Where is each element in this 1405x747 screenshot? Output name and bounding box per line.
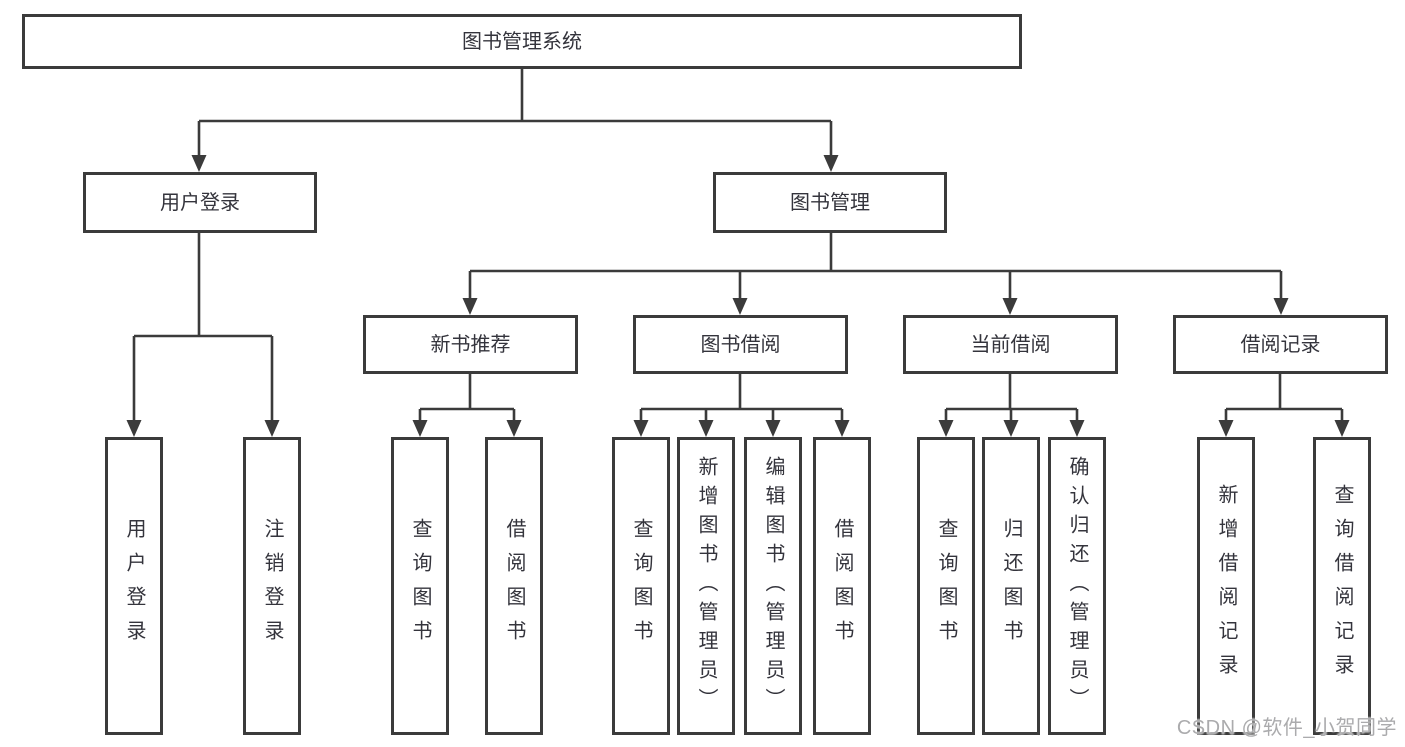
node-label: 当前借阅 (970, 333, 1051, 356)
node-label: 新增图书（管理员） (695, 455, 717, 717)
leaf-query-books-borrowing: 查询图书 (612, 437, 670, 735)
node-label: 用户登录 (123, 518, 145, 654)
node-label: 用户登录 (160, 191, 240, 214)
csdn-watermark: CSDN @软件_小贺同学 (1176, 717, 1397, 739)
leaf-query-books-current: 查询图书 (917, 437, 975, 735)
node-label: 注销登录 (261, 518, 283, 654)
node-label: 归还图书 (1000, 518, 1022, 654)
node-label: 查询图书 (935, 518, 957, 654)
node-library-management-system: 图书管理系统 (22, 14, 1022, 69)
node-label: 图书管理系统 (462, 30, 582, 53)
node-current-borrowing: 当前借阅 (903, 315, 1118, 374)
leaf-borrow-books-borrowing: 借阅图书 (813, 437, 871, 735)
leaf-add-borrow-record: 新增借阅记录 (1197, 437, 1255, 735)
node-user-login: 用户登录 (83, 172, 317, 233)
node-book-borrowing: 图书借阅 (633, 315, 848, 374)
node-label: 新增借阅记录 (1215, 484, 1237, 688)
leaf-confirm-return-admin: 确认归还（管理员） (1048, 437, 1106, 735)
node-label: 图书借阅 (700, 333, 781, 356)
leaf-query-borrow-record: 查询借阅记录 (1313, 437, 1371, 735)
leaf-add-books-admin: 新增图书（管理员） (677, 437, 735, 735)
leaf-edit-books-admin: 编辑图书（管理员） (744, 437, 802, 735)
node-label: 查询图书 (630, 518, 652, 654)
node-label: 新书推荐 (430, 333, 511, 356)
leaf-borrow-books-recommend: 借阅图书 (485, 437, 543, 735)
leaf-user-login: 用户登录 (105, 437, 163, 735)
node-label: 借阅图书 (503, 518, 525, 654)
node-label: 确认归还（管理员） (1066, 455, 1088, 717)
leaf-query-books-recommend: 查询图书 (391, 437, 449, 735)
node-label: 借阅图书 (831, 518, 853, 654)
node-borrowing-records: 借阅记录 (1173, 315, 1388, 374)
node-label: 编辑图书（管理员） (762, 455, 784, 717)
node-label: 查询图书 (409, 518, 431, 654)
leaf-logout: 注销登录 (243, 437, 301, 735)
node-label: 查询借阅记录 (1331, 484, 1353, 688)
node-label: 图书管理 (790, 191, 870, 214)
node-label: 借阅记录 (1240, 333, 1321, 356)
node-new-book-recommendation: 新书推荐 (363, 315, 578, 374)
node-book-management: 图书管理 (713, 172, 947, 233)
leaf-return-books: 归还图书 (982, 437, 1040, 735)
